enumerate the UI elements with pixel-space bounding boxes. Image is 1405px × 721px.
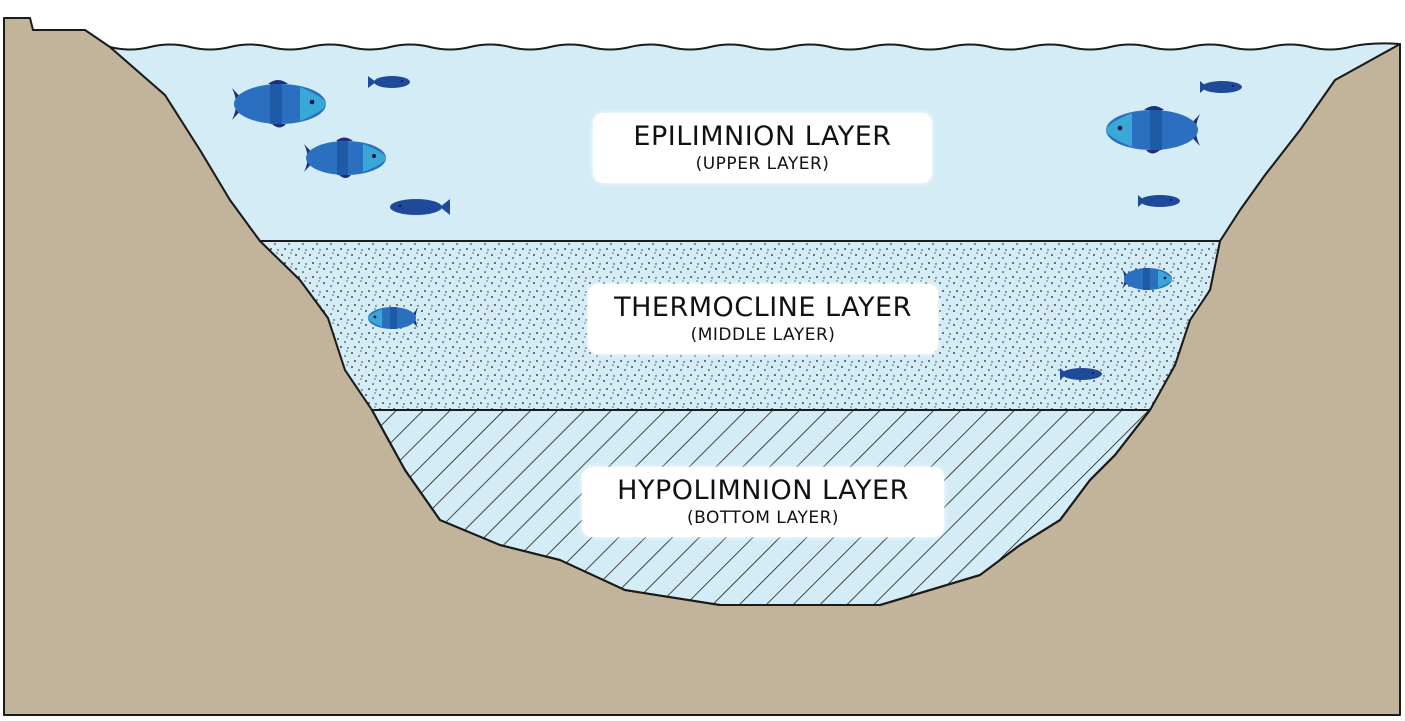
epilimnion-title: EPILIMNION LAYER bbox=[633, 121, 892, 152]
hypolimnion-title: HYPOLIMNION LAYER bbox=[617, 475, 909, 506]
epilimnion-label: EPILIMNION LAYER (UPPER LAYER) bbox=[593, 113, 932, 183]
hypolimnion-label: HYPOLIMNION LAYER (BOTTOM LAYER) bbox=[582, 467, 944, 537]
thermocline-subtitle: (MIDDLE LAYER) bbox=[690, 325, 836, 345]
fish-icon bbox=[1138, 195, 1180, 207]
fish-icon bbox=[1106, 106, 1200, 154]
fish-icon bbox=[232, 80, 326, 128]
fish-icon bbox=[304, 137, 386, 178]
fish-icon bbox=[1060, 368, 1102, 380]
fish-icon bbox=[390, 199, 450, 215]
fish-icon bbox=[1200, 81, 1242, 93]
fish-icon bbox=[368, 307, 418, 329]
thermocline-title: THERMOCLINE LAYER bbox=[614, 292, 912, 323]
fish-icon bbox=[368, 76, 410, 88]
fish-icon bbox=[1122, 268, 1172, 290]
thermocline-label: THERMOCLINE LAYER (MIDDLE LAYER) bbox=[588, 284, 938, 354]
hypolimnion-subtitle: (BOTTOM LAYER) bbox=[686, 508, 840, 528]
epilimnion-subtitle: (UPPER LAYER) bbox=[695, 154, 830, 174]
